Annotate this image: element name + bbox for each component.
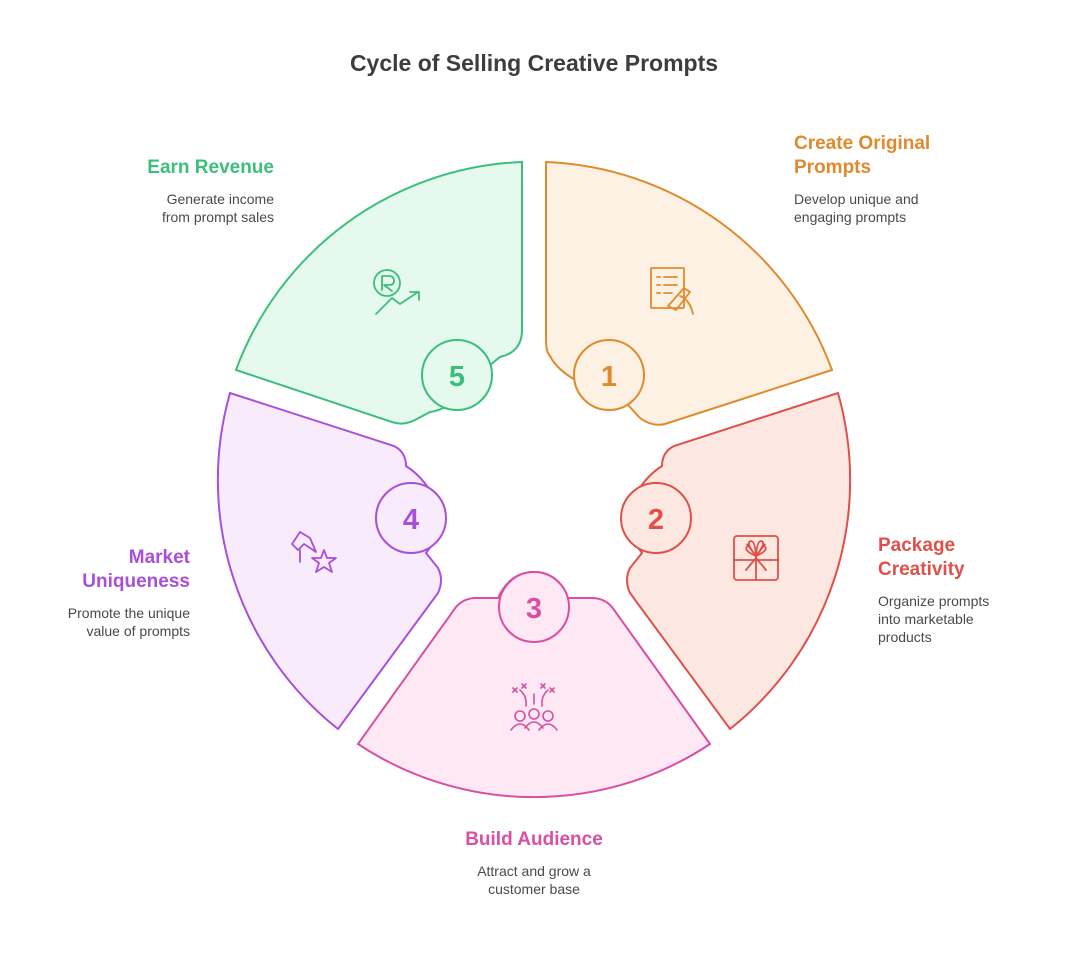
segment-build-audience: 3 (356, 570, 712, 799)
stage-title-line: Create Original (794, 133, 931, 154)
step-badge-3 (498, 571, 570, 643)
step-number-4: 4 (403, 504, 419, 536)
step-number-5: 5 (449, 361, 465, 393)
prompt-writing-icon (650, 267, 694, 315)
diagram-title: Cycle of Selling Creative Prompts (349, 50, 719, 76)
segment-earn-revenue: 5 (234, 160, 523, 425)
gift-box-icon (733, 535, 779, 581)
stage-description-line: into marketable (878, 611, 974, 627)
stage-title-line: Market (128, 547, 190, 568)
stage-title-line: Prompts (794, 157, 872, 178)
stage-title-line: Uniqueness (82, 571, 190, 592)
audience-icon (510, 683, 558, 731)
step-number-3: 3 (526, 593, 542, 625)
step-number-1: 1 (601, 361, 617, 393)
stage-label-build-audience: Build Audience Attract and grow a custom… (384, 828, 684, 898)
segment-market-uniqueness: 4 (216, 391, 447, 731)
stage-description-line: Generate income (166, 191, 274, 207)
stage-description-line: customer base (488, 881, 580, 897)
stage-description-line: Promote the unique (67, 605, 190, 621)
stage-description-line: Organize prompts (878, 593, 990, 609)
stage-description-line: engaging prompts (794, 209, 907, 225)
step-badge-2 (620, 482, 692, 554)
stage-description-line: Attract and grow a (477, 863, 591, 879)
stage-label-create-original-prompts: Create Original Prompts Develop unique a… (794, 132, 1024, 226)
stage-label-package-creativity: Package Creativity Organize prompts into… (878, 534, 1058, 646)
step-number-2: 2 (648, 504, 664, 536)
segment-create-original-prompts: 1 (545, 160, 834, 426)
step-badge-4 (375, 482, 447, 554)
stage-description-line: from prompt sales (161, 209, 274, 225)
step-badge-5 (421, 339, 493, 411)
megaphone-star-icon (291, 531, 337, 573)
stage-title-line: Creativity (878, 559, 965, 580)
stage-title-line: Build Audience (465, 829, 603, 850)
stage-description-line: value of prompts (86, 623, 191, 639)
stage-description-line: Develop unique and (794, 191, 919, 207)
revenue-growth-icon (373, 269, 420, 315)
stage-title-line: Earn Revenue (147, 157, 274, 178)
stage-label-earn-revenue: Earn Revenue Generate income from prompt… (54, 156, 274, 226)
segment-package-creativity: 2 (620, 391, 852, 731)
stage-label-market-uniqueness: Market Uniqueness Promote the unique val… (20, 546, 190, 640)
stage-description-line: products (878, 629, 932, 645)
stage-title-line: Package (878, 535, 956, 556)
step-badge-1 (573, 339, 645, 411)
